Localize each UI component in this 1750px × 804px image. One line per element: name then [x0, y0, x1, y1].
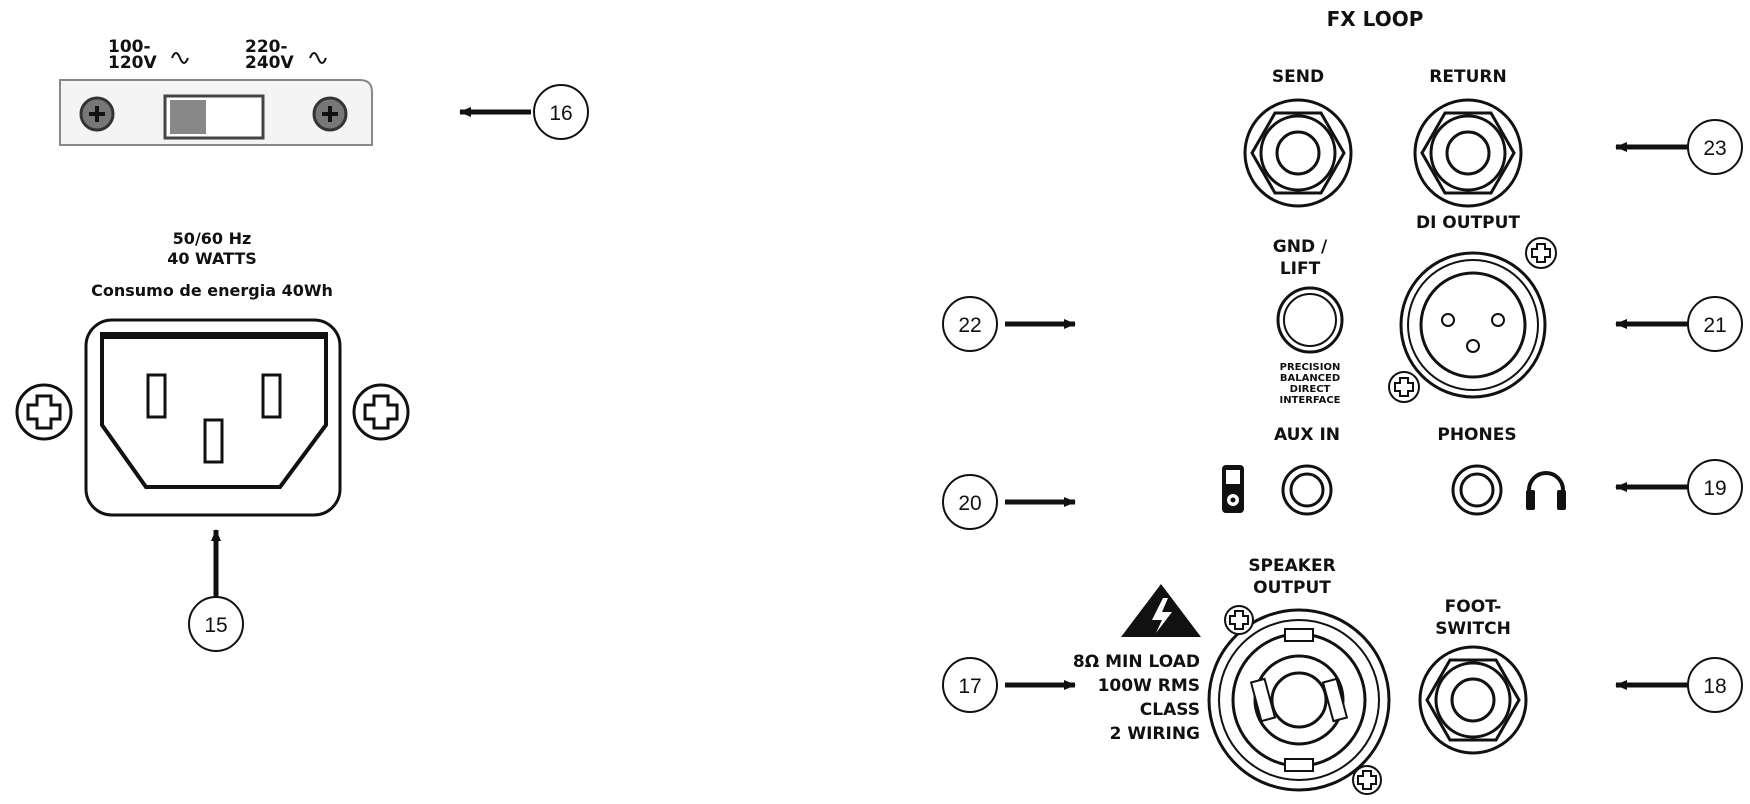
- callout-17: 17: [942, 657, 998, 713]
- voltage-selector: 100- 120V 220- 240V: [59, 37, 373, 146]
- gnd-lift-button[interactable]: [1276, 286, 1344, 354]
- di-output-label: DI OUTPUT: [1416, 213, 1520, 233]
- callout-21: 21: [1687, 296, 1743, 352]
- di-section: DI OUTPUT GND / LIFT PRECISION BALANCED …: [1273, 213, 1557, 406]
- screw-icon: [1525, 237, 1557, 269]
- di-note-1: PRECISION: [1280, 362, 1341, 373]
- xlr-output-jack[interactable]: [1399, 251, 1547, 399]
- callout-18: 18: [1687, 657, 1743, 713]
- callout-arrows: [211, 107, 1688, 690]
- phones-jack[interactable]: [1451, 464, 1503, 516]
- callout-number: 18: [1703, 675, 1726, 698]
- speaker-spec-3: CLASS: [1140, 700, 1200, 720]
- speaker-spec-1: 8Ω MIN LOAD: [1073, 652, 1200, 672]
- voltage-low-label-2: 120V: [108, 53, 157, 73]
- phones-label: PHONES: [1437, 425, 1516, 445]
- headphones-icon: [1526, 471, 1566, 510]
- voltage-low-label-1: 100-: [108, 37, 151, 57]
- warning-triangle-icon: [1121, 584, 1201, 637]
- speaker-output-label-2: OUTPUT: [1253, 578, 1331, 598]
- callout-15: 15: [188, 596, 244, 652]
- socket-pin: [203, 418, 224, 464]
- screw-icon: [79, 96, 115, 132]
- ac-wave-icon: [171, 52, 189, 64]
- callout-number: 19: [1703, 477, 1726, 500]
- gnd-lift-label-2: LIFT: [1280, 259, 1321, 279]
- send-jack[interactable]: [1243, 98, 1353, 208]
- ac-wave-icon: [309, 52, 327, 64]
- fx-loop: FX LOOP SEND RETURN: [1243, 7, 1523, 208]
- callout-number: 22: [958, 314, 981, 337]
- screw-icon: [1224, 605, 1254, 635]
- callout-number: 17: [958, 675, 981, 698]
- di-note-4: INTERFACE: [1279, 395, 1340, 406]
- callout-19: 19: [1687, 459, 1743, 515]
- callout-number: 23: [1703, 137, 1726, 160]
- speakon-output-jack[interactable]: [1207, 608, 1391, 792]
- speaker-spec-4: 2 WIRING: [1110, 724, 1200, 744]
- di-note-3: DIRECT: [1290, 384, 1331, 395]
- callout-number: 21: [1703, 314, 1726, 337]
- screw-icon: [312, 96, 348, 132]
- return-jack[interactable]: [1413, 98, 1523, 208]
- screw-icon: [1388, 371, 1420, 403]
- speaker-spec-2: 100W RMS: [1098, 676, 1200, 696]
- voltage-high-label-1: 220-: [245, 37, 288, 57]
- footswitch-jack[interactable]: [1418, 645, 1528, 755]
- fx-loop-title: FX LOOP: [1327, 7, 1424, 31]
- screw-icon: [352, 383, 410, 441]
- rating-consumption: Consumo de energia 40Wh: [91, 281, 333, 300]
- voltage-high-label-2: 240V: [245, 53, 294, 73]
- aux-in-label: AUX IN: [1274, 425, 1340, 445]
- callout-20: 20: [942, 474, 998, 530]
- speaker-output-label-1: SPEAKER: [1248, 556, 1335, 576]
- screw-icon: [1352, 765, 1382, 795]
- media-player-icon: [1222, 465, 1244, 513]
- socket-pin: [146, 373, 167, 419]
- callout-number: 20: [958, 492, 981, 515]
- gnd-lift-label-1: GND /: [1273, 237, 1328, 257]
- callout-22: 22: [942, 296, 998, 352]
- footswitch-label-2: SWITCH: [1435, 619, 1511, 639]
- power-inlet: 50/60 Hz 40 WATTS Consumo de energia 40W…: [15, 229, 410, 517]
- voltage-switch-knob: [170, 100, 206, 134]
- callout-number: 16: [549, 102, 572, 125]
- send-label: SEND: [1272, 67, 1324, 87]
- rating-watts: 40 WATTS: [167, 249, 257, 268]
- aux-phones: AUX IN PHONES: [1222, 425, 1566, 516]
- callout-number: 15: [204, 614, 227, 637]
- screw-icon: [15, 383, 73, 441]
- di-note-2: BALANCED: [1280, 373, 1340, 384]
- rating-frequency: 50/60 Hz: [173, 229, 252, 248]
- iec-socket[interactable]: [100, 332, 328, 489]
- aux-in-jack[interactable]: [1281, 464, 1333, 516]
- socket-pin: [261, 373, 282, 419]
- callout-16: 16: [533, 84, 589, 140]
- return-label: RETURN: [1429, 67, 1506, 87]
- callout-23: 23: [1687, 119, 1743, 175]
- footswitch-label-1: FOOT-: [1445, 597, 1502, 617]
- speaker-section: SPEAKER OUTPUT 8Ω MIN LOAD 100W RMS CLAS…: [1073, 556, 1528, 795]
